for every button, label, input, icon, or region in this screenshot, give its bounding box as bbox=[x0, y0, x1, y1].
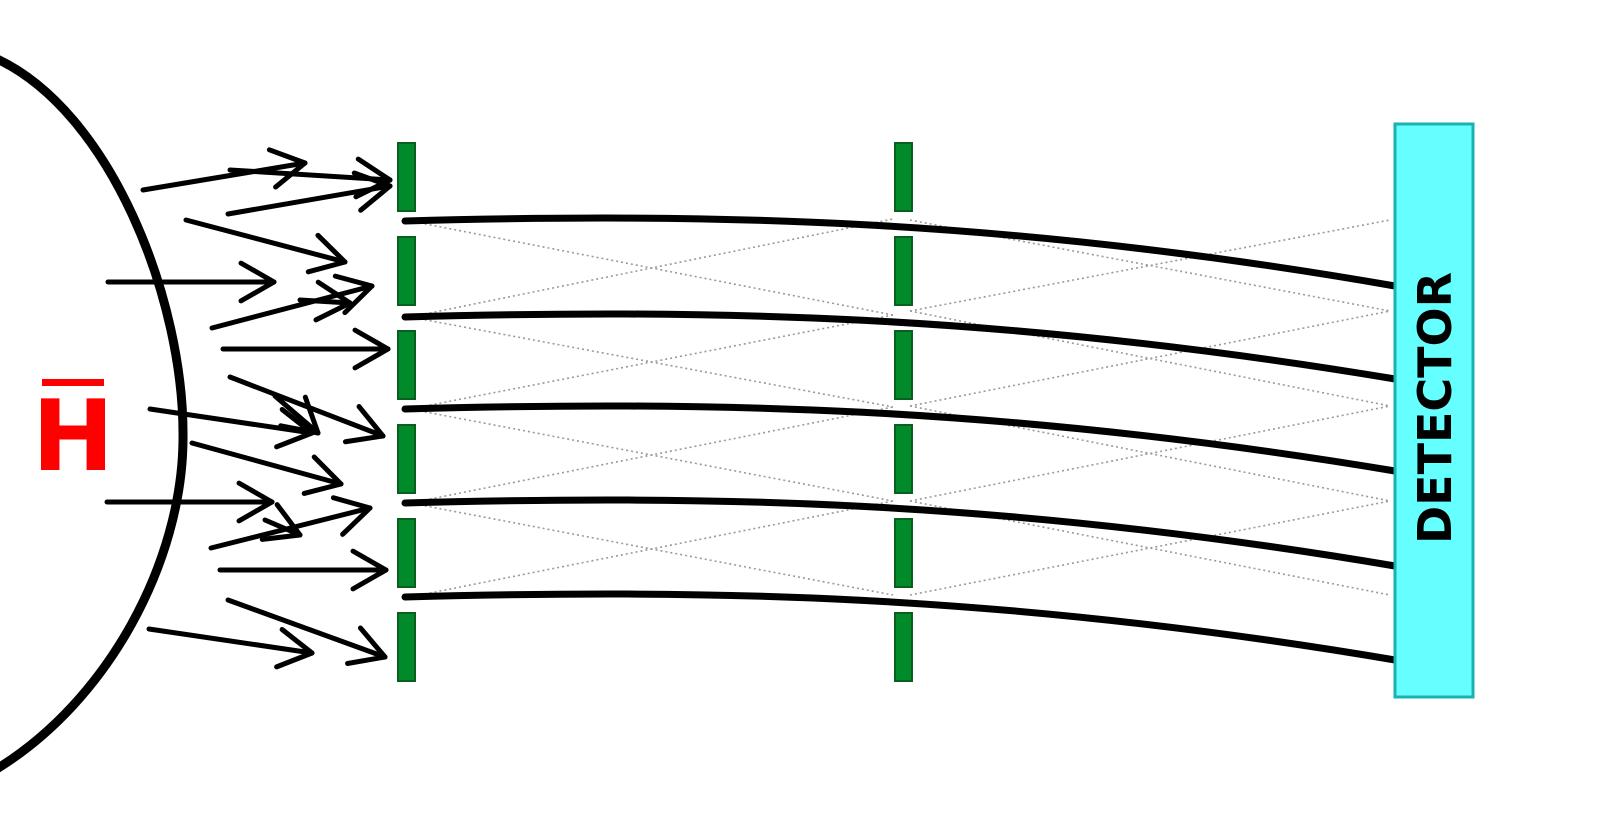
arrow-shaft bbox=[208, 505, 373, 551]
beam-trajectory bbox=[401, 310, 1399, 383]
grating-slit bbox=[397, 612, 416, 682]
arrow-head bbox=[353, 156, 393, 200]
arrow-head bbox=[259, 502, 303, 542]
incoming-arrow bbox=[146, 626, 315, 670]
diffraction-path bbox=[409, 218, 894, 318]
grating-slit bbox=[894, 330, 913, 400]
beam-trajectory bbox=[401, 496, 1399, 570]
gratings bbox=[397, 142, 913, 682]
grating-slit bbox=[894, 236, 913, 306]
grating-slit bbox=[397, 424, 416, 494]
diffraction-path bbox=[909, 405, 1391, 502]
grating-slit bbox=[894, 142, 913, 212]
source-boundary-arc bbox=[0, 55, 188, 773]
arrow-head bbox=[305, 232, 348, 275]
arrow-shaft bbox=[189, 440, 344, 487]
source: H bbox=[0, 55, 188, 773]
arrow-shaft bbox=[227, 167, 393, 183]
incoming-arrow bbox=[227, 156, 393, 200]
arrow-shaft bbox=[183, 217, 348, 265]
antihydrogen-label: H bbox=[32, 379, 114, 494]
incoming-arrow bbox=[217, 548, 389, 592]
arrow-shaft bbox=[209, 283, 375, 331]
arrow-head bbox=[342, 404, 386, 445]
incoming-arrow bbox=[183, 217, 348, 275]
grating-2 bbox=[894, 142, 913, 682]
diffraction-path bbox=[409, 314, 894, 410]
arrow-shaft bbox=[140, 160, 308, 193]
arrow-shaft bbox=[272, 393, 321, 436]
arrow-head bbox=[332, 273, 375, 316]
grating-slit bbox=[894, 518, 913, 588]
diffraction-path bbox=[909, 310, 1391, 407]
incoming-arrow bbox=[297, 279, 353, 323]
grating-1 bbox=[397, 142, 416, 682]
incoming-arrow bbox=[140, 147, 308, 193]
grating-slit bbox=[397, 330, 416, 400]
incoming-arrows bbox=[104, 147, 393, 670]
arrow-head bbox=[330, 495, 373, 537]
arrow-head bbox=[278, 394, 321, 436]
detector-label: DETECTOR bbox=[1408, 272, 1462, 544]
incoming-arrow bbox=[209, 273, 375, 331]
arrow-head bbox=[238, 260, 277, 304]
arrow-shaft bbox=[262, 517, 303, 538]
arrow-head bbox=[313, 279, 353, 323]
arrow-shaft bbox=[146, 626, 315, 656]
beam-trajectory bbox=[401, 590, 1399, 664]
grating-slit bbox=[397, 142, 416, 212]
antihydrogen-overbar bbox=[42, 379, 104, 386]
arrow-head bbox=[274, 627, 315, 670]
arrow-head bbox=[266, 147, 308, 190]
arrow-head bbox=[345, 625, 388, 666]
diffraction-path bbox=[409, 406, 894, 504]
arrow-shaft bbox=[297, 297, 353, 306]
diffraction-path bbox=[409, 500, 894, 598]
grating-slit bbox=[894, 424, 913, 494]
incoming-arrow bbox=[189, 440, 344, 496]
incoming-arrow bbox=[225, 597, 388, 666]
diffraction-path bbox=[909, 219, 1391, 312]
detector: DETECTOR bbox=[1393, 122, 1475, 699]
incoming-arrow bbox=[272, 393, 321, 436]
beams bbox=[401, 214, 1399, 664]
diffraction-path bbox=[909, 500, 1391, 596]
incoming-arrow bbox=[208, 495, 373, 551]
incoming-arrow bbox=[259, 502, 303, 542]
incoming-arrow bbox=[220, 327, 391, 371]
grating-slit bbox=[894, 612, 913, 682]
arrow-head bbox=[352, 327, 391, 371]
arrow-head bbox=[301, 454, 344, 496]
incoming-arrow bbox=[104, 480, 275, 524]
beam-trajectory bbox=[401, 402, 1399, 475]
incoming-arrow bbox=[105, 260, 277, 304]
detector-plate bbox=[1393, 122, 1475, 699]
grating-slit bbox=[397, 236, 416, 306]
beam-trajectory bbox=[401, 214, 1399, 290]
arrow-head bbox=[350, 548, 389, 592]
grating-slit bbox=[397, 518, 416, 588]
arrow-head bbox=[236, 480, 275, 524]
antihydrogen-symbol: H bbox=[32, 380, 114, 494]
arrow-shaft bbox=[225, 597, 388, 660]
